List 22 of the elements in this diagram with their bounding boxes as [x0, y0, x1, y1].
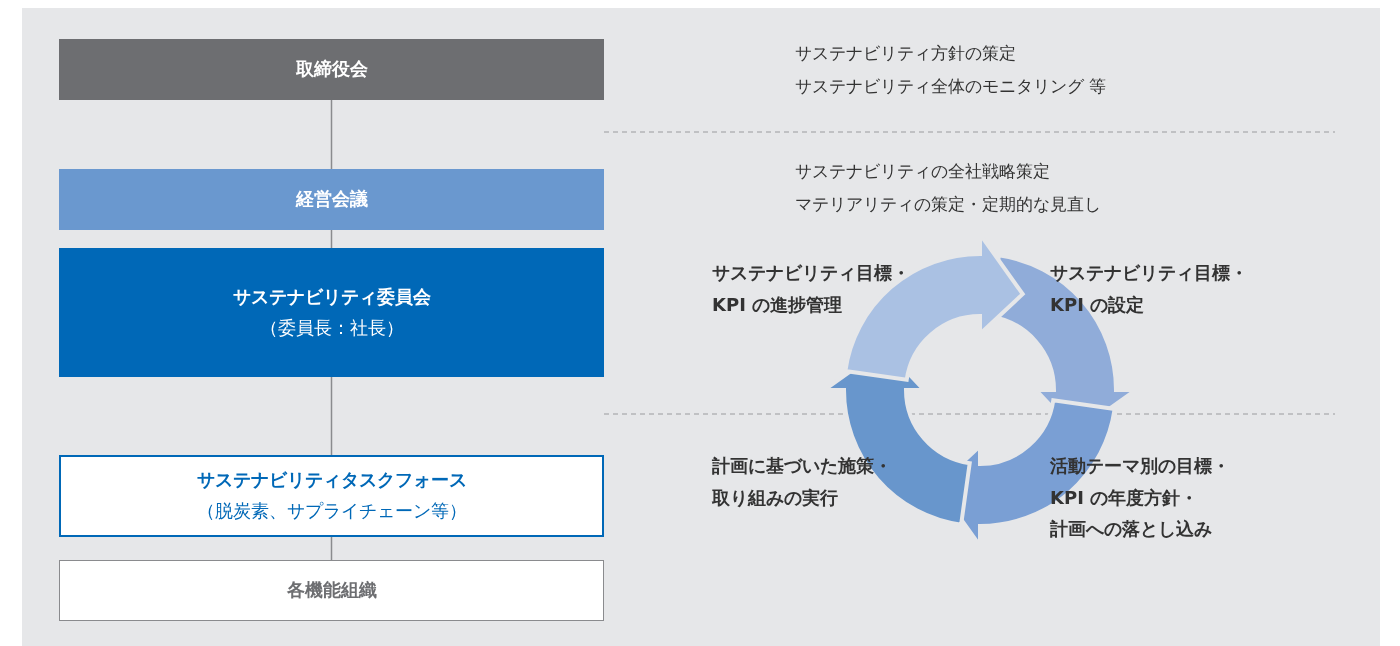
- role-note: サステナビリティの全社戦略策定: [795, 160, 1050, 183]
- org-title: 各機能組織: [286, 578, 377, 603]
- connector-line: [330, 376, 333, 456]
- org-box: [59, 248, 604, 377]
- role-note: サステナビリティ方針の策定: [795, 42, 1016, 65]
- org-box: [59, 455, 604, 537]
- org-box: [59, 169, 604, 230]
- connector-line: [330, 99, 333, 170]
- connector-line: [330, 229, 333, 249]
- org-title: サステナビリティ委員会: [232, 284, 431, 309]
- org-title: 取締役会: [295, 57, 368, 82]
- role-note: サステナビリティ全体のモニタリング 等: [795, 75, 1107, 98]
- connector-line: [330, 536, 333, 561]
- org-title: 経営会議: [295, 187, 368, 212]
- org-box: [59, 39, 604, 100]
- org-subtitle: （委員長：社長）: [259, 315, 404, 340]
- cycle-step-label: サステナビリティ目標・KPI の進捗管理: [712, 261, 911, 317]
- org-box: [59, 560, 604, 621]
- org-subtitle: （脱炭素、サプライチェーン等）: [196, 499, 467, 523]
- org-title: サステナビリティタスクフォース: [196, 468, 467, 493]
- cycle-step-label: サステナビリティ目標・KPI の設定: [1050, 261, 1249, 317]
- role-note: マテリアリティの策定・定期的な見直し: [795, 193, 1101, 216]
